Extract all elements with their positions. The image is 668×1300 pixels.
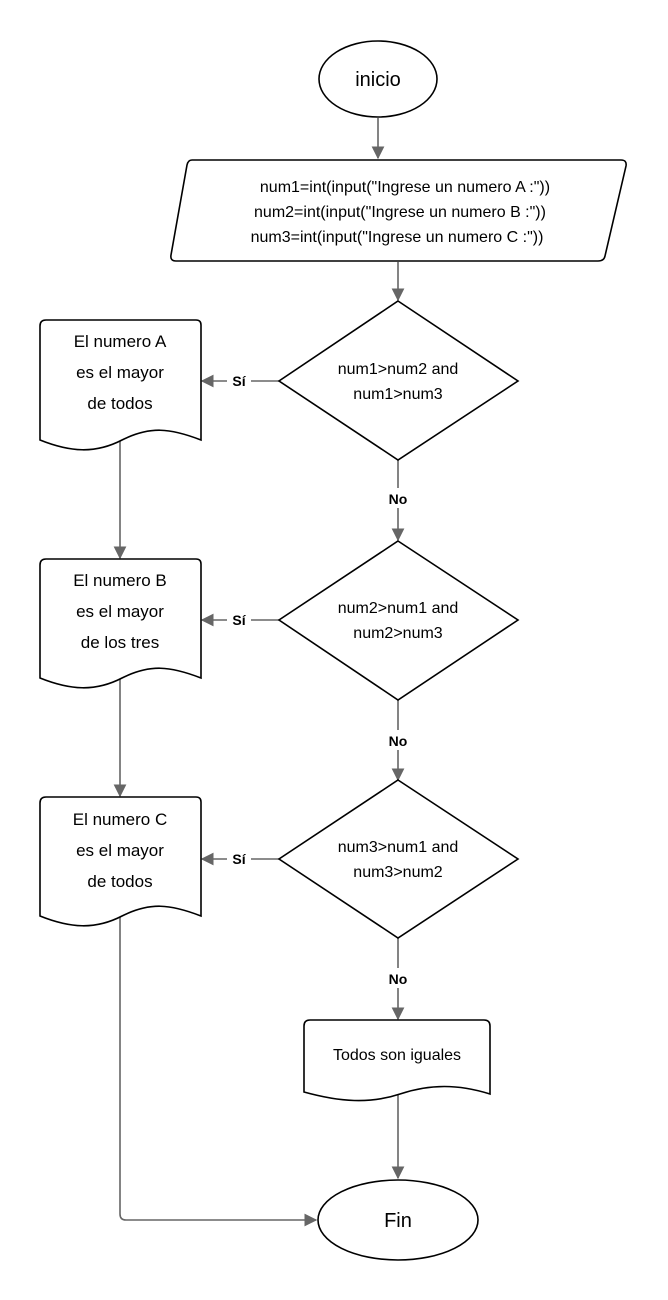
decision-1-line-2: num1>num3: [353, 386, 442, 403]
input-node: num1=int(input("Ingrese un numero A :"))…: [170, 159, 627, 262]
decision-3-line-1: num3>num1 and: [338, 839, 459, 856]
output-b-line-2: es el mayor: [76, 602, 164, 621]
input-line-2: num2=int(input("Ingrese un numero B :")): [254, 204, 546, 221]
decision-3-line-2: num3>num2: [353, 864, 442, 881]
equal-output-label: Todos son iguales: [333, 1047, 461, 1064]
connector-output-c-end: [119, 914, 318, 1227]
edge-label-no-3: No: [389, 971, 408, 987]
edge-label-no-1: No: [389, 491, 408, 507]
output-c-line-2: es el mayor: [76, 841, 164, 860]
output-a-line-1: El numero A: [74, 332, 167, 351]
output-a-line-3: de todos: [87, 394, 152, 413]
output-b-line-1: El numero B: [73, 571, 167, 590]
decision-3: num3>num1 and num3>num2: [277, 779, 520, 939]
output-b-document: El numero B es el mayor de los tres: [39, 558, 202, 689]
edge-label-yes-2: Sí: [232, 612, 246, 628]
edge-label-yes-3: Sí: [232, 851, 246, 867]
decision-2-line-2: num2>num3: [353, 625, 442, 642]
output-a-document: El numero A es el mayor de todos: [39, 319, 202, 451]
output-a-line-2: es el mayor: [76, 363, 164, 382]
output-c-line-3: de todos: [87, 872, 152, 891]
start-label: inicio: [355, 69, 401, 91]
end-label: Fin: [384, 1210, 412, 1232]
decision-1: num1>num2 and num1>num3: [277, 300, 520, 461]
output-b-line-3: de los tres: [81, 633, 159, 652]
input-line-3: num3=int(input("Ingrese un numero C :")): [251, 229, 544, 246]
decision-1-line-1: num1>num2 and: [338, 361, 459, 378]
edge-label-no-2: No: [389, 733, 408, 749]
start-terminal: inicio: [318, 40, 438, 118]
output-c-document: El numero C es el mayor de todos: [39, 796, 202, 927]
decision-2: num2>num1 and num2>num3: [277, 540, 520, 701]
output-c-line-1: El numero C: [73, 810, 167, 829]
decision-2-line-1: num2>num1 and: [338, 600, 459, 617]
end-terminal: Fin: [317, 1179, 479, 1261]
input-line-1: num1=int(input("Ingrese un numero A :")): [260, 179, 550, 196]
equal-output-document: Todos son iguales: [303, 1019, 491, 1102]
edge-label-yes-1: Sí: [232, 373, 246, 389]
